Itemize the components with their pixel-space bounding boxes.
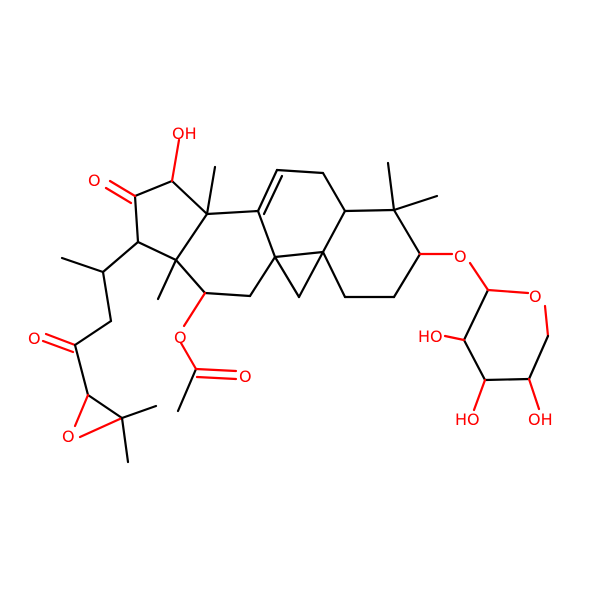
label-epoxide-o: O — [62, 427, 75, 446]
label-ketone-o: O — [88, 171, 101, 190]
ketone-bond — [104, 179, 137, 205]
methyl-c14 — [156, 258, 178, 301]
label-oh-top: OH — [172, 124, 197, 143]
sugar-ring — [462, 288, 550, 382]
label-glycoside-o: O — [454, 247, 467, 266]
side-chain — [41, 240, 140, 397]
label-side-ketone-o: O — [28, 329, 41, 348]
label-ho-c3: HO — [455, 410, 480, 429]
ring-c — [174, 209, 277, 298]
methyl-c13 — [205, 165, 217, 216]
label-oh-c4: OH — [528, 410, 553, 429]
cyclopropane — [273, 250, 325, 299]
ho-c3-bond — [472, 378, 487, 412]
oh-c4-bond — [527, 377, 541, 411]
label-acetate-carbonyl-o: O — [239, 367, 252, 386]
ring-a — [321, 208, 422, 299]
label-ring-o: O — [529, 287, 542, 306]
ring-b — [256, 168, 347, 259]
ho-c2-bond — [443, 334, 466, 342]
oh-bond-top — [170, 138, 181, 183]
label-acetate-ester-o: O — [174, 328, 187, 347]
gem-dimethyl — [386, 161, 439, 212]
epoxide-ring — [73, 393, 158, 464]
label-ho-c2: HO — [418, 327, 443, 346]
glycoside-bond-2 — [468, 261, 490, 292]
acetate-group — [176, 291, 238, 413]
ring-d — [133, 179, 209, 262]
